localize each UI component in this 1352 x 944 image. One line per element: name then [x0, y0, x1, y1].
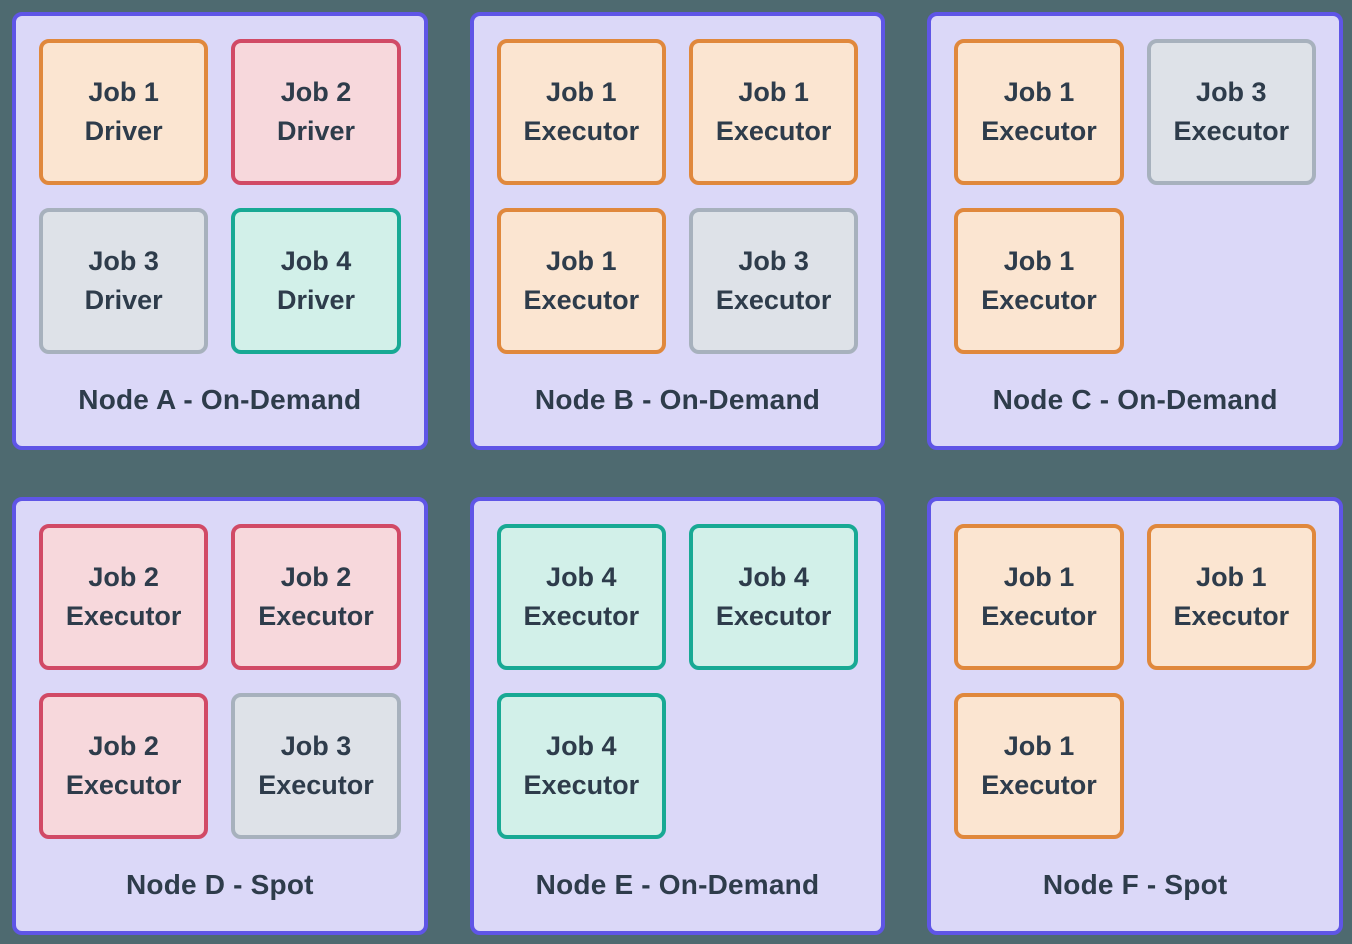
node-label: Node C - On-Demand [992, 384, 1278, 415]
job-role: Driver [276, 285, 356, 315]
node-label: Node E - On-Demand [535, 869, 820, 900]
node-label: Node A - On-Demand [78, 384, 362, 415]
job-title: Job 1 [1003, 730, 1075, 761]
job-role: Executor [65, 770, 182, 800]
job-role: Executor [523, 285, 640, 315]
job-title: Job 1 [88, 76, 159, 107]
job-title: Job 4 [546, 730, 617, 761]
job-title: Job 1 [1003, 76, 1075, 107]
node-label: Node F - Spot [1042, 869, 1228, 900]
job-box: Job 4 Executor [496, 524, 666, 670]
job-box: Job 3 Executor [688, 208, 859, 354]
job-box: Job 1 Driver [39, 39, 209, 185]
job-title: Job 3 [88, 245, 159, 276]
job-box: Job 4 Executor [688, 524, 859, 670]
job-box: Job 1 Executor [1146, 524, 1316, 670]
job-title: Job 2 [88, 561, 159, 592]
job-box: Job 4 Executor [496, 693, 666, 839]
job-title: Job 1 [546, 245, 617, 276]
job-title: Job 3 [280, 730, 352, 761]
job-box: Job 1 Executor [496, 208, 666, 354]
job-box: Job 3 Driver [39, 208, 209, 354]
job-title: Job 2 [88, 730, 159, 761]
job-title: Job 3 [738, 245, 809, 276]
job-box: Job 1 Executor [954, 39, 1124, 185]
job-box: Job 1 Executor [496, 39, 666, 185]
job-role: Driver [84, 116, 163, 146]
node-label: Node D - Spot [125, 869, 314, 900]
job-box: Job 1 Executor [954, 524, 1124, 670]
job-box: Job 3 Executor [231, 693, 401, 839]
job-title: Job 2 [280, 76, 352, 107]
job-role: Executor [981, 116, 1097, 146]
job-title: Job 1 [1003, 245, 1075, 276]
job-title: Job 2 [280, 561, 352, 592]
job-title: Job 1 [738, 76, 809, 107]
node-label: Node B - On-Demand [534, 384, 821, 415]
job-role: Executor [258, 601, 374, 631]
job-role: Executor [523, 116, 640, 146]
job-title: Job 4 [738, 561, 809, 592]
job-title: Job 4 [280, 245, 352, 276]
job-role: Executor [523, 601, 640, 631]
job-title: Job 1 [546, 76, 617, 107]
job-title: Job 3 [1196, 76, 1267, 107]
job-role: Executor [1173, 601, 1290, 631]
job-role: Executor [65, 601, 182, 631]
job-title: Job 1 [1003, 561, 1075, 592]
job-box: Job 2 Executor [231, 524, 401, 670]
job-role: Executor [523, 770, 640, 800]
job-box: Job 4 Driver [231, 208, 401, 354]
job-role: Executor [258, 770, 374, 800]
job-box: Job 3 Executor [1146, 39, 1316, 185]
job-role: Driver [276, 116, 356, 146]
job-box: Job 1 Executor [954, 693, 1124, 839]
job-box: Job 1 Executor [954, 208, 1124, 354]
job-role: Executor [981, 601, 1097, 631]
job-box: Job 2 Executor [39, 524, 209, 670]
job-box: Job 2 Driver [231, 39, 401, 185]
job-box: Job 1 Executor [688, 39, 859, 185]
job-title: Job 1 [1196, 561, 1267, 592]
job-box: Job 2 Executor [39, 693, 209, 839]
job-role: Driver [84, 285, 163, 315]
job-role: Executor [981, 770, 1097, 800]
job-role: Executor [715, 285, 832, 315]
job-role: Executor [1173, 116, 1290, 146]
job-title: Job 4 [546, 561, 617, 592]
job-role: Executor [981, 285, 1097, 315]
job-role: Executor [715, 116, 832, 146]
job-role: Executor [715, 601, 832, 631]
